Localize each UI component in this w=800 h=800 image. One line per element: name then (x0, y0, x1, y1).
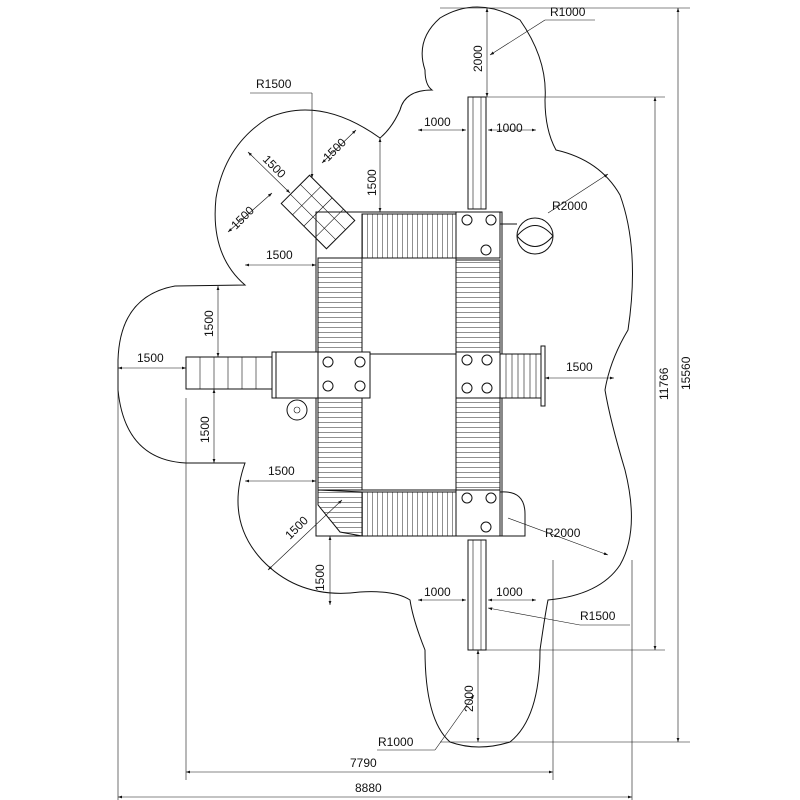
inner-court (361, 257, 457, 491)
corner-ramp (317, 489, 363, 537)
spiral-slide (500, 217, 554, 255)
label-r1500-bottom: R1500 (580, 609, 616, 623)
entry-platform-left (275, 351, 319, 399)
radius-r1000-bottom: R1000 (377, 694, 475, 751)
label-r1000-top: R1000 (550, 5, 586, 19)
dim-1500-lower-diag: 1500 (267, 499, 343, 571)
label-1000-top-right: 1000 (496, 121, 523, 135)
dim-1500-lower-vert: 1500 (313, 536, 332, 605)
dim-1500-right: 1500 (545, 360, 614, 380)
label-r2000-top: R2000 (552, 199, 588, 213)
radius-r1500-top: R1500 (250, 77, 314, 178)
ladder-right (499, 345, 546, 407)
walkway-left-upper (317, 257, 363, 353)
label-1000-bottom-right: 1000 (496, 585, 523, 599)
dim-1500-left-horiz: 1500 (118, 351, 186, 370)
radius-r2000-top: R2000 (547, 173, 609, 214)
label-1500-upper-vert: 1500 (365, 169, 379, 196)
dim-1000-bottom: 1000 1000 (418, 585, 536, 602)
tower-mid-right (455, 351, 501, 399)
slide-top (467, 96, 487, 210)
dim-8880: 8880 (117, 390, 633, 800)
label-1500-climber-a: 1500 (260, 152, 289, 181)
label-11766: 11766 (657, 367, 671, 400)
label-1500-left-down: 1500 (198, 416, 212, 443)
dim-1500-upper-horiz: 1500 (245, 248, 316, 267)
label-1500-lower-horiz: 1500 (268, 464, 295, 478)
label-1500-lower-diag: 1500 (282, 513, 311, 542)
label-1500-climber-b: 1500 (320, 135, 349, 164)
label-r1000-bottom: R1000 (378, 735, 414, 749)
dim-2000-bottom: 2000 (462, 650, 480, 742)
radius-r1500-bottom: R1500 (487, 607, 630, 626)
radius-r1000-top: R1000 (489, 5, 595, 56)
label-1500-left-horiz: 1500 (137, 351, 164, 365)
tower-bottom-right (455, 489, 501, 537)
dim-1000-top: 1000 1000 (418, 115, 536, 135)
label-2000-top: 2000 (471, 45, 485, 72)
label-1000-top-left: 1000 (424, 115, 451, 129)
radius-r2000-bottom: R2000 (507, 517, 609, 556)
tower-top-right (455, 211, 501, 259)
label-7790: 7790 (350, 756, 377, 770)
label-r1500-top: R1500 (256, 77, 292, 91)
bridge-bottom (361, 491, 457, 537)
half-round-platform (499, 491, 526, 537)
walkway-right-upper (455, 259, 501, 353)
label-1500-climber-c: 1500 (228, 203, 257, 232)
steering-wheel (286, 399, 308, 421)
label-8880: 8880 (355, 781, 382, 795)
dim-1500-upper-vert: 1500 (365, 138, 382, 212)
dim-2000-top: 2000 (471, 7, 489, 97)
label-1500-upper-horiz: 1500 (266, 248, 293, 262)
dim-7790: 7790 (185, 398, 554, 780)
label-15560: 15560 (679, 356, 693, 390)
safety-zone-outline (117, 6, 633, 748)
dim-11766: 11766 (486, 96, 671, 651)
label-2000-bottom: 2000 (462, 685, 476, 712)
stairs-left (185, 351, 277, 399)
label-1500-left-up: 1500 (202, 310, 216, 337)
slide-bottom (467, 539, 487, 651)
dim-1500-lower-horiz: 1500 (245, 464, 316, 483)
label-1500-lower-vert: 1500 (313, 564, 327, 591)
dim-1500-left-up: 1500 (202, 286, 220, 357)
label-r2000-bottom: R2000 (545, 526, 581, 540)
label-1000-bottom-left: 1000 (424, 585, 451, 599)
dim-15560: 15560 (440, 7, 693, 743)
dim-1500-left-down: 1500 (198, 389, 216, 463)
walkway-left-lower (317, 397, 363, 491)
walkway-right-lower (455, 397, 501, 491)
tower-mid-left (317, 351, 371, 399)
label-1500-right: 1500 (566, 360, 593, 374)
bridge-top (361, 213, 457, 259)
